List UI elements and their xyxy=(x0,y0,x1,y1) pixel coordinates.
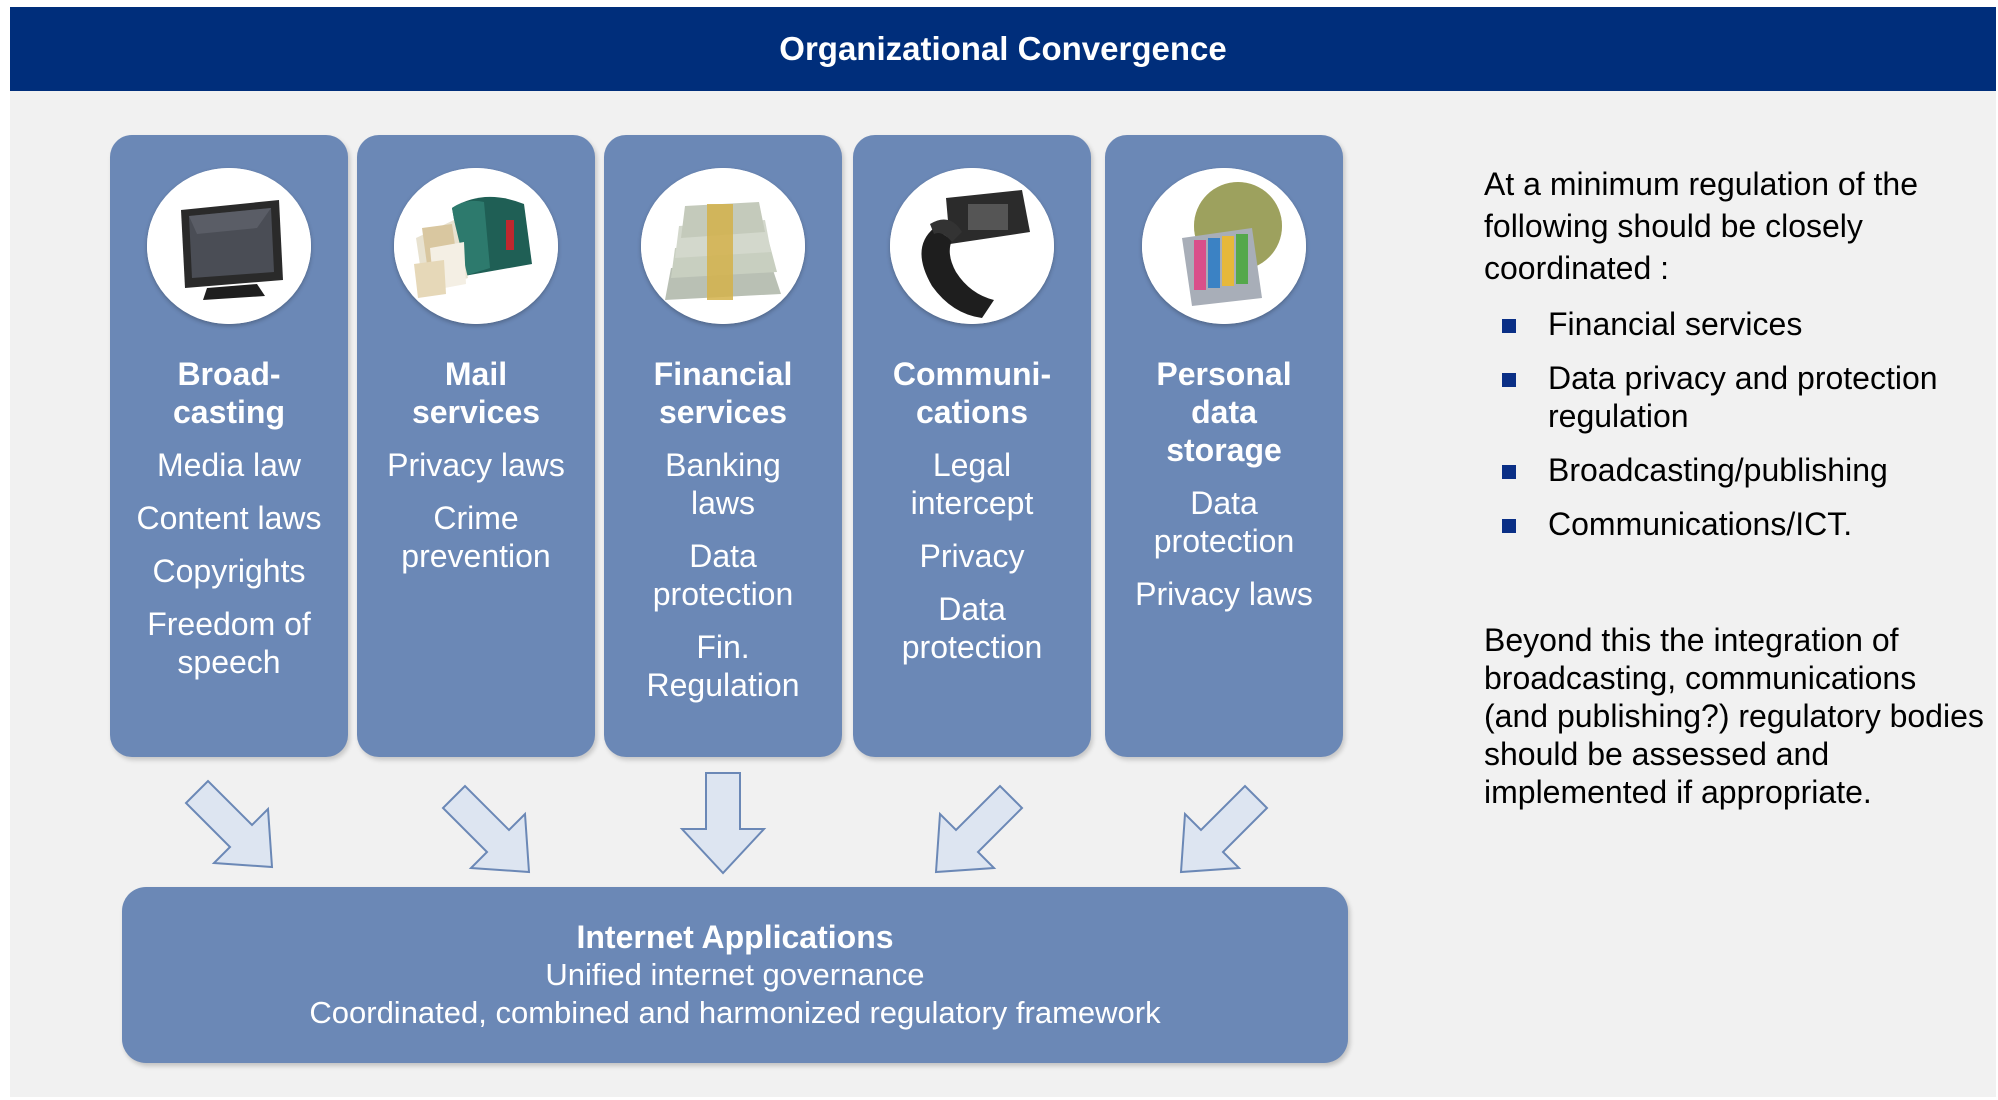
square-bullet-icon xyxy=(1502,373,1516,387)
arrow-down-right-icon xyxy=(441,784,531,874)
list-item-label: Data privacy and protection regulation xyxy=(1548,360,1938,434)
column-item: Content laws xyxy=(136,500,322,536)
list-item: Broadcasting/publishing xyxy=(1484,451,1984,489)
arrow-down-right-icon xyxy=(184,779,274,869)
column-title: Broad-casting xyxy=(172,356,286,430)
column-item: Media law xyxy=(156,447,302,483)
column-item: Fin.Regulation xyxy=(646,629,800,703)
page-title-text: Organizational Convergence xyxy=(779,30,1227,67)
square-bullet-icon xyxy=(1502,319,1516,333)
column-item: Copyrights xyxy=(152,553,306,589)
internet-applications-box: Internet Applications Unified internet g… xyxy=(122,887,1348,1063)
list-item: Communications/ICT. xyxy=(1484,505,1984,543)
bottom-title: Internet Applications xyxy=(576,919,894,955)
column-item: Privacy xyxy=(919,538,1025,574)
arrow-down-icon xyxy=(679,772,767,875)
square-bullet-icon xyxy=(1502,519,1516,533)
list-item-label: Broadcasting/publishing xyxy=(1548,452,1888,488)
file-storage-icon xyxy=(1142,168,1306,324)
arrow-down-left-icon xyxy=(1179,784,1269,874)
side-outro: Beyond this the integration of broadcast… xyxy=(1484,622,1984,810)
list-item: Financial services xyxy=(1484,305,1984,343)
bottom-line: Unified internet governance xyxy=(545,957,925,992)
column-broadcasting: Broad-casting Media law Content laws Cop… xyxy=(110,135,348,757)
column-item: Privacy laws xyxy=(1135,576,1313,612)
side-bullet-list: Financial services Data privacy and prot… xyxy=(1484,305,1984,543)
money-stack-icon xyxy=(641,168,805,324)
square-bullet-icon xyxy=(1502,465,1516,479)
side-notes: At a minimum regulation of the following… xyxy=(1484,163,1984,811)
mailbox-icon xyxy=(394,168,558,324)
list-item-label: Financial services xyxy=(1548,306,1803,342)
column-item: Freedom of speech xyxy=(147,606,311,680)
arrow-down-left-icon xyxy=(934,784,1024,874)
telephone-icon xyxy=(890,168,1054,324)
column-item: Privacy laws xyxy=(387,447,565,483)
bottom-line: Coordinated, combined and harmonized reg… xyxy=(309,995,1161,1030)
television-icon xyxy=(147,168,311,324)
side-intro: At a minimum regulation of the following… xyxy=(1484,166,1918,286)
column-title: Communi-cations xyxy=(892,356,1052,430)
page-title: Organizational Convergence xyxy=(10,7,1996,91)
list-item: Data privacy and protection regulation xyxy=(1484,359,1984,435)
list-item-label: Communications/ICT. xyxy=(1548,506,1853,542)
slide: Organizational Convergence Broad-casting… xyxy=(10,7,1996,1097)
